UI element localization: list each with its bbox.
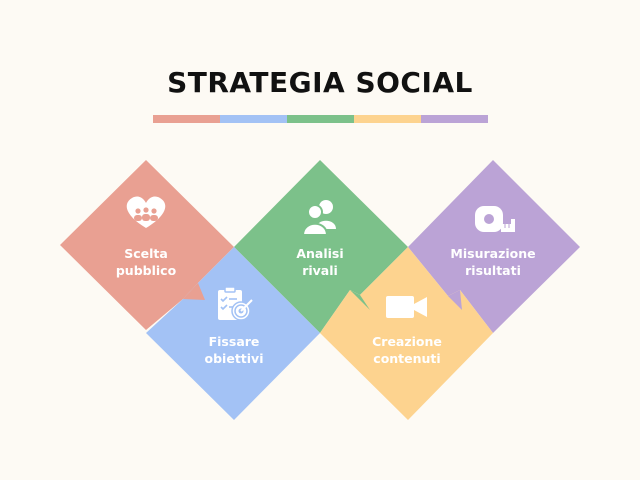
color-bar-segment-3 — [287, 115, 354, 123]
checklist-target-icon — [218, 286, 253, 321]
step-label-line2: risultati — [465, 263, 521, 278]
step-label-line2: contenuti — [373, 351, 441, 366]
step-label-creazione-contenuti: Creazione contenuti — [352, 333, 462, 367]
color-bar-segment-4 — [354, 115, 421, 123]
step-label-analisi-rivali: Analisi rivali — [265, 245, 375, 279]
step-label-fissare-obiettivi: Fissare obiettivi — [179, 333, 289, 367]
step-label-line1: Analisi — [296, 246, 344, 261]
step-label-line1: Misurazione — [450, 246, 536, 261]
heart-people-icon — [126, 196, 166, 228]
diamond-scelta-pubblico — [60, 160, 234, 330]
step-label-line2: rivali — [302, 263, 338, 278]
color-bar-segment-2 — [220, 115, 287, 123]
page-title: STRATEGIA SOCIAL — [167, 66, 473, 99]
diamond-misurazione-risultati — [408, 160, 580, 333]
step-label-line2: pubblico — [115, 263, 177, 278]
pointer-tab-scelta — [183, 283, 205, 300]
tape-measure-icon — [475, 206, 515, 232]
step-label-scelta-pubblico: Scelta pubblico — [91, 245, 201, 279]
pointer-tab-misurazione — [448, 290, 462, 310]
people-icon — [301, 200, 336, 236]
diamond-analisi-rivali — [234, 160, 408, 333]
step-label-line1: Scelta — [124, 246, 168, 261]
color-bar — [153, 115, 488, 123]
step-label-line1: Fissare — [208, 334, 260, 349]
color-bar-segment-1 — [153, 115, 220, 123]
step-label-misurazione-risultati: Misurazione risultati — [438, 245, 548, 279]
step-label-line2: obiettivi — [204, 351, 264, 366]
pointer-tab-analisi — [285, 275, 305, 300]
diamond-creazione-contenuti — [320, 247, 493, 420]
step-label-line1: Creazione — [372, 334, 442, 349]
color-bar-segment-5 — [421, 115, 488, 123]
pointer-tab-analisi-right — [350, 290, 370, 310]
video-camera-icon — [386, 296, 427, 318]
diamond-fissare-obiettivi — [146, 247, 320, 420]
